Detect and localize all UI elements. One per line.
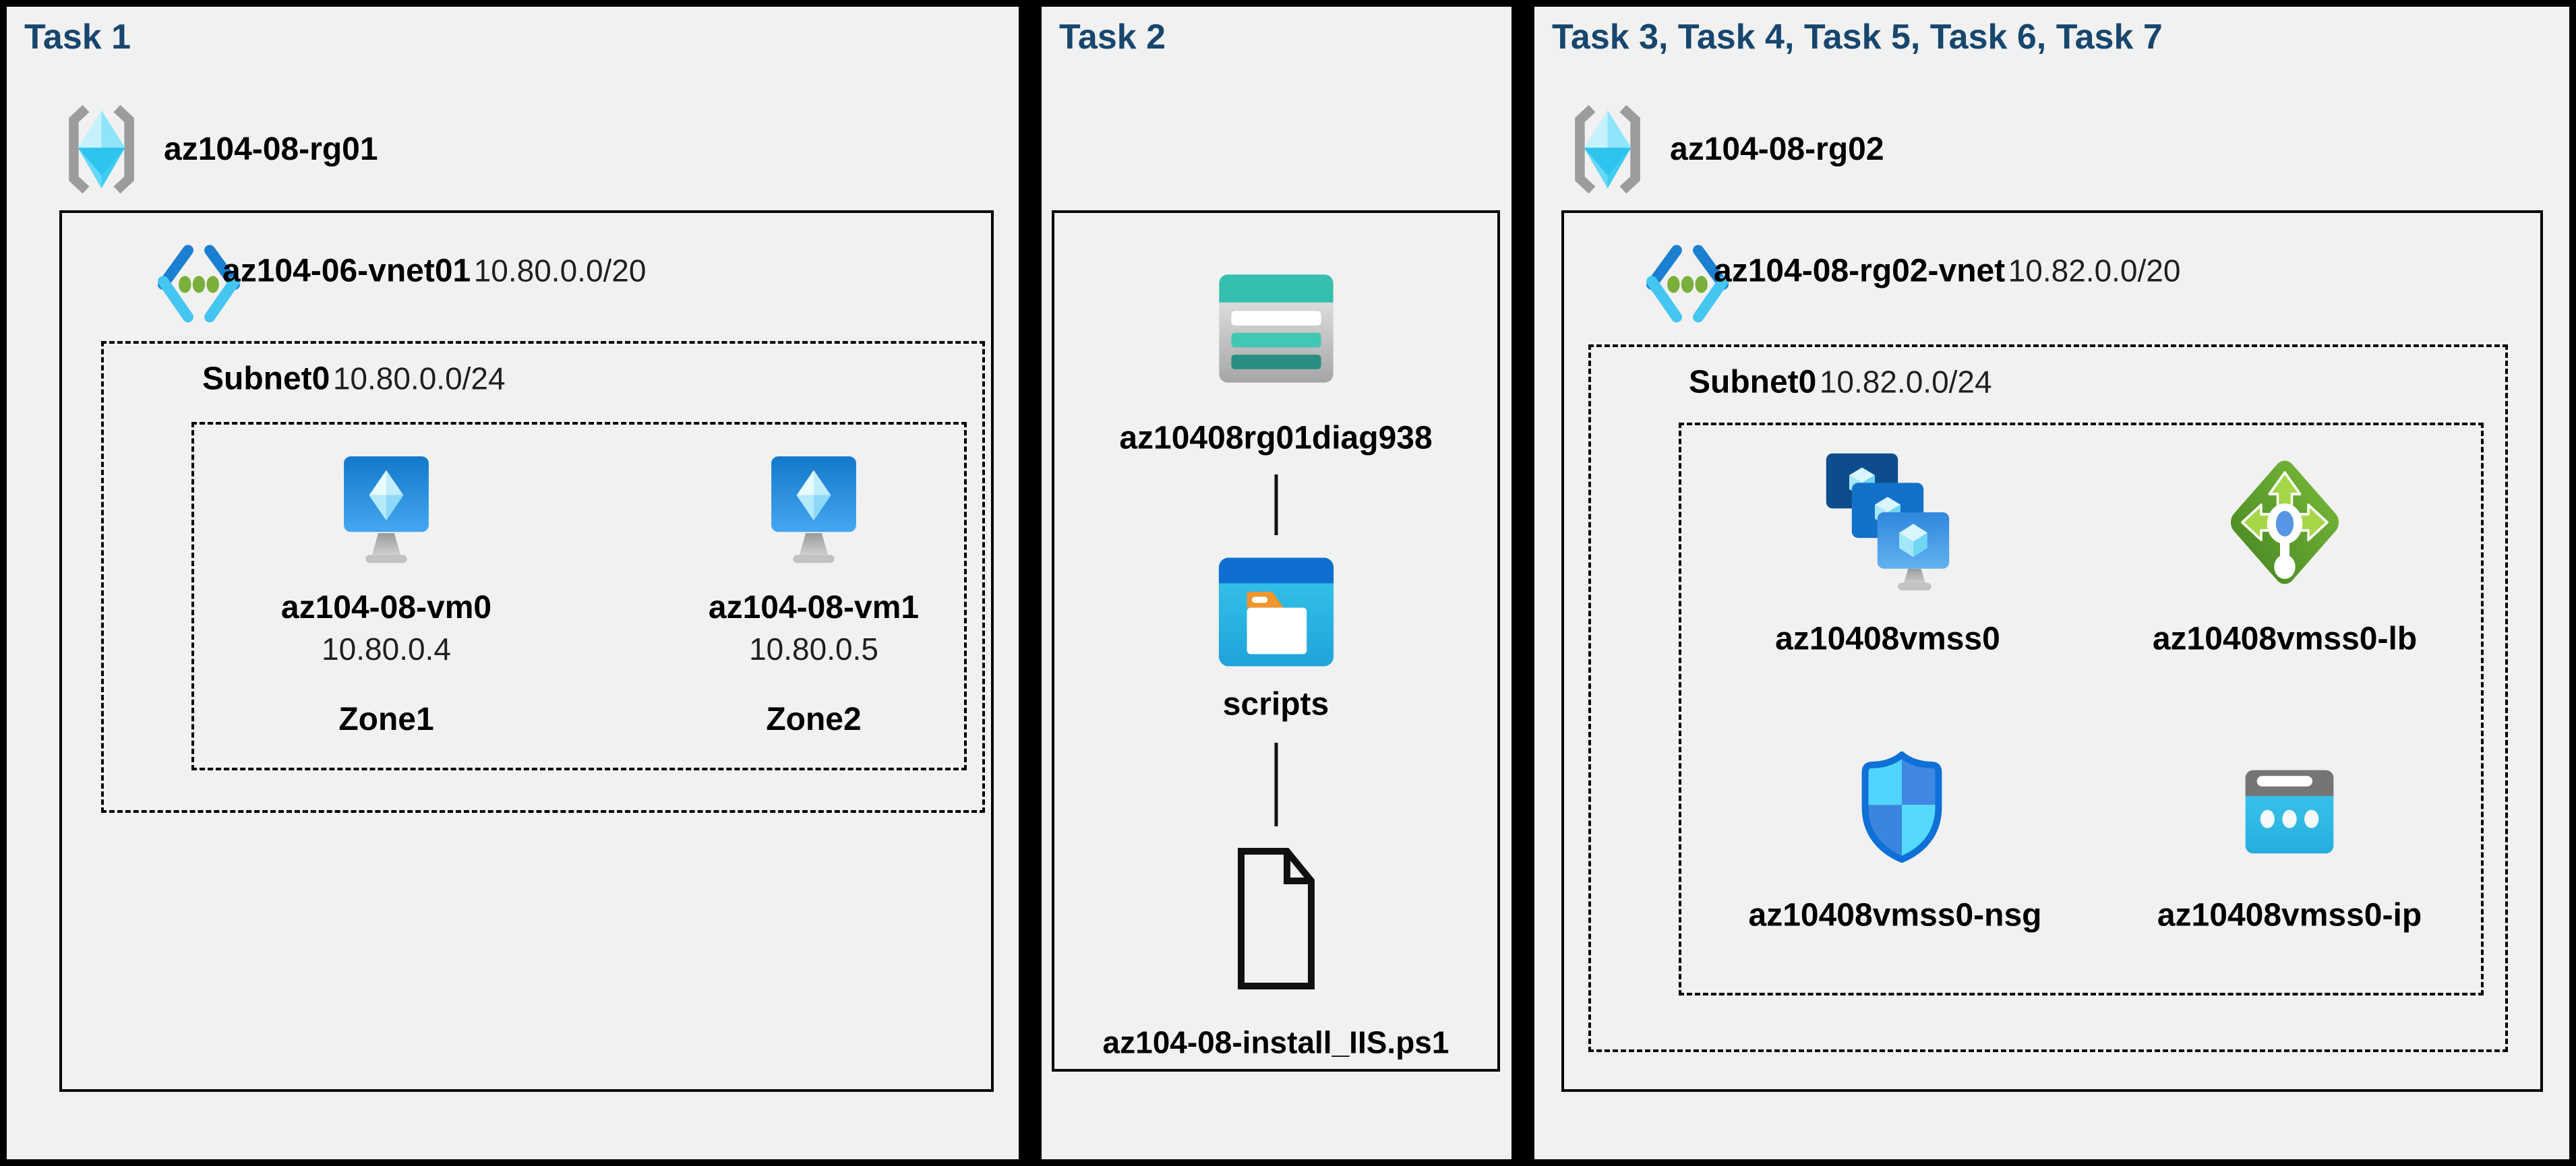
vnet-name: az104-06-vnet01 [222, 253, 471, 289]
subnet-label: Subnet0 10.82.0.0/24 [1689, 363, 1992, 400]
virtual-machine-icon [340, 453, 432, 567]
vm-card: az104-08-vm1 10.80.0.5 Zone2 [679, 425, 949, 773]
subnet-label: Subnet0 10.80.0.0/24 [202, 360, 506, 397]
public-ip-icon [2242, 766, 2337, 857]
panel-task2: Task 2 az10408rg01diag938 scripts az104-… [1042, 7, 1511, 1159]
resource-group-name: az104-08-rg02 [1670, 131, 1884, 167]
vnet-box: az104-06-vnet01 10.80.0.0/20 Subnet0 10.… [59, 210, 994, 1092]
resource-name: az10408vmss0-nsg [1748, 897, 2042, 933]
panel-task1: Task 1 az104-08-rg01 az104-06-vnet01 10.… [7, 7, 1019, 1159]
vnet-cidr: 10.80.0.0/20 [473, 253, 647, 288]
subnet-name: Subnet0 [202, 361, 330, 397]
vm-name: az104-08-vm0 [280, 590, 492, 625]
vnet-label: az104-06-vnet01 10.80.0.0/20 [222, 252, 646, 289]
vm-zone: Zone2 [766, 702, 862, 738]
vnet-name: az104-08-rg02-vnet [1714, 253, 2006, 289]
vmss-group-box: az10408vmss0 az10408vmss0-lb az10408vmss… [1679, 423, 2484, 995]
subnet-name: Subnet0 [1689, 364, 1817, 400]
page-title: Task 1 [24, 18, 131, 57]
virtual-machine-icon [768, 453, 860, 567]
vm-ip: 10.80.0.5 [749, 632, 878, 667]
vm-zone: Zone1 [338, 702, 434, 738]
page-title: Task 2 [1059, 18, 1166, 57]
load-balancer-icon [2226, 455, 2344, 590]
subnet-cidr: 10.82.0.0/24 [1819, 364, 1992, 400]
vnet-box: az104-08-rg02-vnet 10.82.0.0/20 Subnet0 … [1561, 210, 2543, 1092]
connector-line [1274, 474, 1278, 535]
vm-name: az104-08-vm1 [708, 590, 920, 625]
vm-scale-set-icon [1824, 448, 1952, 592]
file-icon [1234, 845, 1318, 993]
resource-name: az10408vmss0-ip [2157, 897, 2422, 933]
vm-group-box: az104-08-vm0 10.80.0.4 Zone1 az104-08-vm… [191, 422, 967, 770]
vnet-cidr: 10.82.0.0/20 [2008, 253, 2181, 288]
storage-chain-box: az10408rg01diag938 scripts az104-08-inst… [1052, 210, 1500, 1072]
container-name: scripts [1222, 686, 1329, 723]
resource-group-name: az104-08-rg01 [164, 131, 378, 167]
storage-account-icon [1216, 271, 1337, 386]
network-security-group-icon [1857, 751, 1946, 863]
vnet-label: az104-08-rg02-vnet 10.82.0.0/20 [1714, 252, 2180, 289]
resource-group-row: az104-08-rg02 [1563, 100, 1884, 198]
subnet-box: Subnet0 10.82.0.0/24 az10408vmss0 az1040… [1588, 344, 2508, 1052]
resource-group-row: az104-08-rg01 [57, 100, 378, 198]
panel-task3-7: Task 3, Task 4, Task 5, Task 6, Task 7 a… [1534, 7, 2569, 1159]
resource-name: az10408vmss0-lb [2152, 621, 2418, 657]
blob-container-icon [1215, 554, 1337, 670]
page-title: Task 3, Task 4, Task 5, Task 6, Task 7 [1552, 18, 2163, 57]
connector-line [1274, 743, 1278, 826]
subnet-cidr: 10.80.0.0/24 [332, 361, 506, 396]
resource-group-icon [57, 100, 146, 198]
storage-account-name: az10408rg01diag938 [1119, 420, 1433, 456]
subnet-box: Subnet0 10.80.0.0/24 az104-08-vm0 10.80.… [101, 341, 985, 813]
file-name: az104-08-install_IIS.ps1 [1102, 1024, 1449, 1060]
resource-name: az10408vmss0 [1775, 621, 2000, 657]
vm-card: az104-08-vm0 10.80.0.4 Zone1 [251, 425, 521, 773]
vm-ip: 10.80.0.4 [322, 632, 451, 667]
resource-group-icon [1563, 100, 1652, 198]
